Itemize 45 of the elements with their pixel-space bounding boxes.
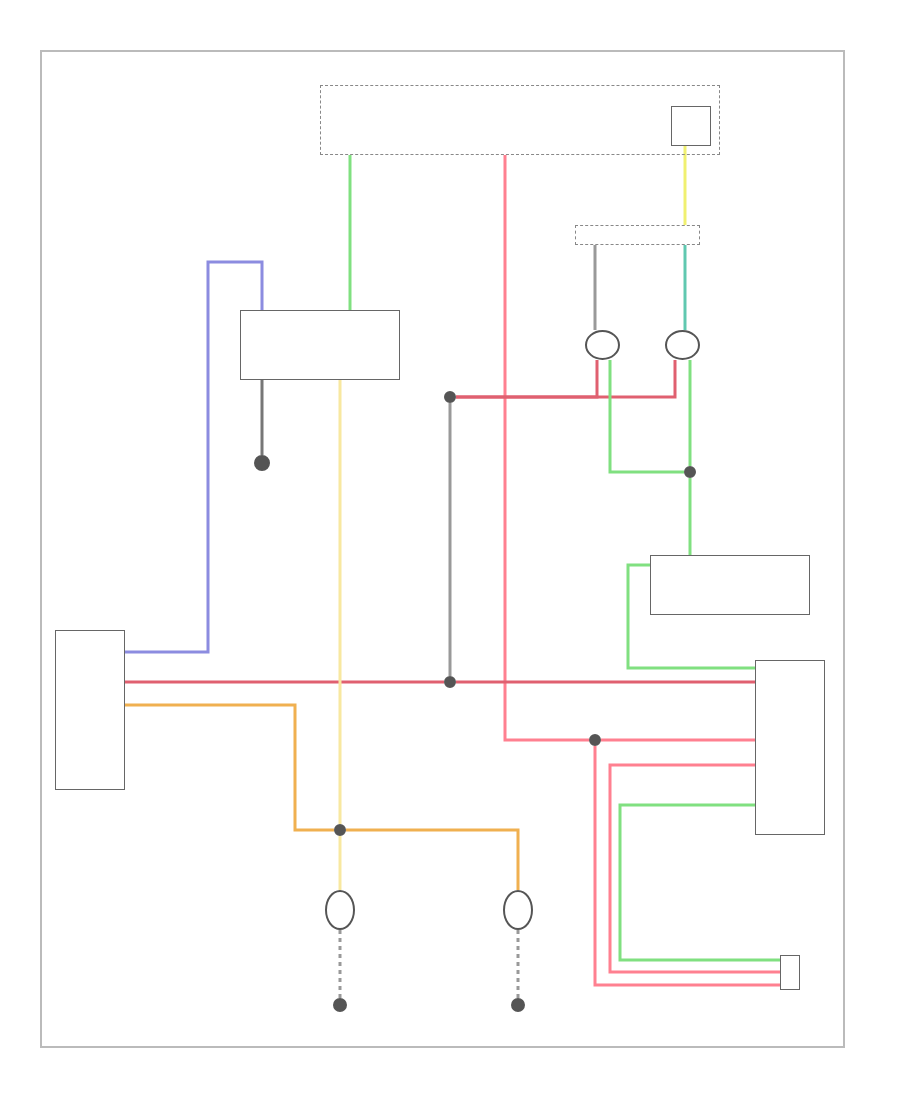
connector-box xyxy=(650,555,810,615)
wire xyxy=(348,155,352,310)
splice-dot xyxy=(444,391,456,403)
wire xyxy=(346,828,520,890)
wire xyxy=(125,680,444,684)
ground-symbol xyxy=(333,998,347,1012)
wire xyxy=(601,738,755,742)
lamp-symbol xyxy=(585,330,620,360)
splice-dot xyxy=(589,734,601,746)
wire xyxy=(608,360,684,474)
wire xyxy=(125,703,334,832)
wire xyxy=(456,360,677,399)
connector-block xyxy=(780,955,800,990)
wire xyxy=(688,360,692,466)
wire xyxy=(683,245,687,330)
wire xyxy=(626,563,755,670)
wire xyxy=(338,930,342,998)
wire xyxy=(683,145,687,225)
wire xyxy=(456,680,755,684)
relay-box xyxy=(240,310,400,380)
splice-dot xyxy=(334,824,346,836)
lamp-symbol xyxy=(325,890,355,930)
splice-dot xyxy=(444,676,456,688)
switch-box xyxy=(755,660,825,835)
wire xyxy=(125,260,264,654)
wire xyxy=(608,763,780,974)
wire xyxy=(338,380,342,824)
splice-dot xyxy=(684,466,696,478)
relay-switch xyxy=(671,106,711,146)
ground-symbol xyxy=(511,998,525,1012)
wire xyxy=(448,403,452,676)
wire xyxy=(503,155,589,742)
lamp-symbol xyxy=(503,890,533,930)
junction-box xyxy=(320,85,720,155)
wire xyxy=(593,245,597,330)
wire xyxy=(688,478,692,555)
lamp-symbol xyxy=(665,330,700,360)
fuse-block xyxy=(575,225,700,245)
wire xyxy=(260,380,264,455)
wire xyxy=(516,930,520,998)
wire xyxy=(338,836,342,890)
wire xyxy=(593,746,780,987)
wire xyxy=(618,803,780,962)
ground-symbol xyxy=(254,455,270,471)
switch-box xyxy=(55,630,125,790)
